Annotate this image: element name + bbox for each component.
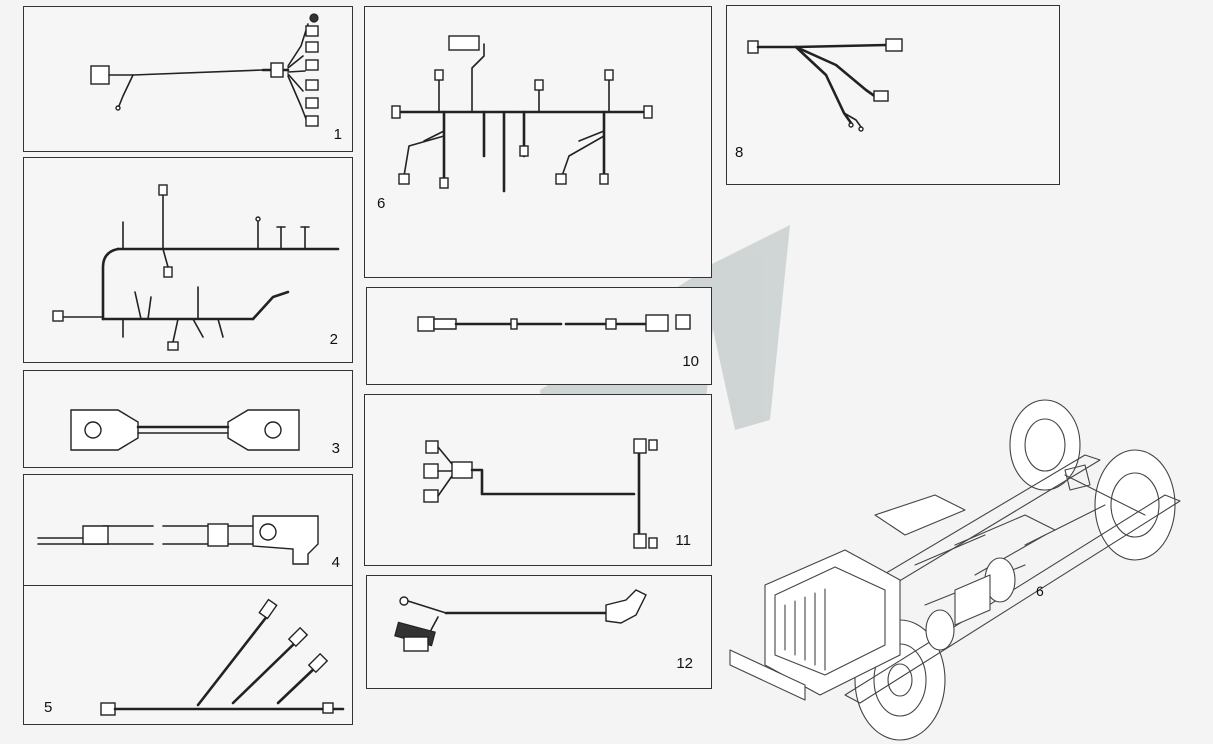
panel-number: 2 — [329, 331, 338, 348]
harness-12 — [394, 589, 647, 652]
harness-10 — [417, 314, 691, 332]
harness-8 — [747, 38, 903, 132]
truck-chassis-drawing — [729, 399, 1181, 741]
harness-5 — [100, 598, 345, 716]
panel-number: 1 — [333, 126, 342, 143]
panel-number: 8 — [735, 144, 744, 161]
harness-panel-10: 10 — [366, 287, 712, 385]
harness-panel-2: 2 — [23, 157, 353, 363]
harness-1 — [90, 13, 319, 127]
harness-11 — [423, 438, 658, 549]
panel-number: 6 — [377, 195, 386, 212]
harness-3 — [70, 409, 300, 451]
harness-panel-1: 1 — [23, 6, 353, 152]
harness-panel-8: 8 — [726, 5, 1060, 185]
harness-panel-5: 5 — [23, 585, 353, 725]
harness-2 — [52, 184, 340, 351]
panel-number: 5 — [44, 699, 53, 716]
harness-4 — [37, 515, 319, 565]
harness-6 — [391, 35, 653, 193]
panel-number: 11 — [675, 532, 691, 549]
truck-callout-number: 6 — [1036, 583, 1044, 599]
panel-number: 4 — [331, 554, 340, 571]
panel-number: 3 — [331, 440, 340, 457]
panel-number: 10 — [682, 353, 699, 370]
panel-number: 12 — [676, 655, 693, 672]
